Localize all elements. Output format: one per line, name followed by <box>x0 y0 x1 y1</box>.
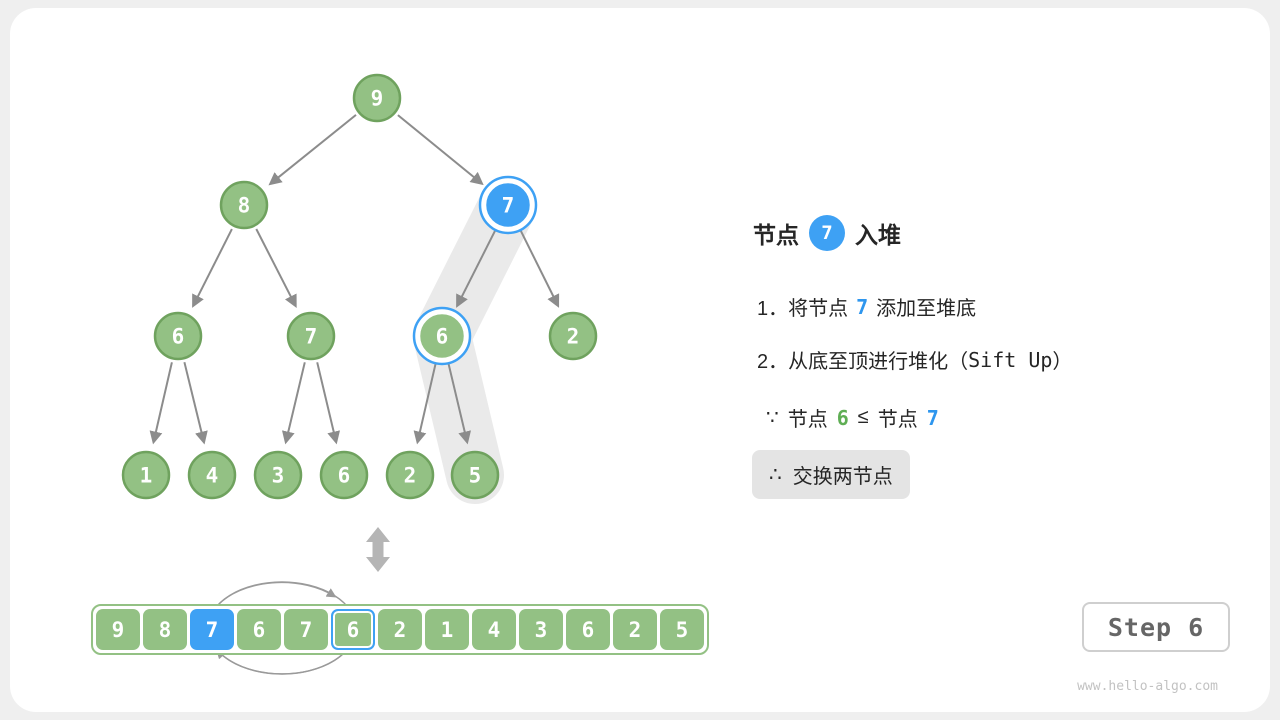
tree-node: 7 <box>286 311 336 361</box>
svg-text:7: 7 <box>502 194 515 218</box>
step1-post: 添加至堆底 <box>876 298 977 320</box>
step2-pre: 从底至顶进行堆化（ <box>788 351 969 373</box>
instruction-step-1: 1．将节点 7 添加至堆底 <box>757 292 976 321</box>
tree-node: 7 <box>478 175 538 235</box>
svg-text:2: 2 <box>404 464 417 488</box>
because-symbol: ∵ <box>766 407 779 429</box>
array-cell-7: 1 <box>425 609 469 650</box>
tree-edges <box>149 114 560 445</box>
array-cell-8: 4 <box>472 609 516 650</box>
svg-text:7: 7 <box>305 325 318 349</box>
array-cell-6: 2 <box>378 609 422 650</box>
step1-value: 7 <box>856 294 869 319</box>
array-cell-4: 7 <box>284 609 328 650</box>
panel-title: 节点 7 入堆 <box>753 214 901 252</box>
tree-node: 6 <box>319 450 369 500</box>
array-cell-1: 8 <box>143 609 187 650</box>
step2-keyword: Sift Up <box>968 347 1053 372</box>
tree-node: 2 <box>548 311 598 361</box>
svg-text:8: 8 <box>238 194 251 218</box>
step1-marker: 1． <box>757 298 789 320</box>
instruction-step-2: 2．从底至顶进行堆化（Sift Up） <box>757 345 1072 374</box>
array-cell-2: 7 <box>190 609 234 650</box>
tree-node: 8 <box>219 180 269 230</box>
array-cell-3: 6 <box>237 609 281 650</box>
tree-node: 9 <box>352 73 402 123</box>
step1-pre: 将节点 <box>788 298 849 320</box>
node-badge-value: 7 <box>821 222 833 244</box>
because-label1: 节点 <box>787 409 828 431</box>
diagram-card <box>10 8 1270 712</box>
tree-node: 3 <box>253 450 303 500</box>
because-value2: 7 <box>926 405 939 430</box>
tree-node: 5 <box>450 450 500 500</box>
svg-text:6: 6 <box>172 325 185 349</box>
array-cell-5: 6 <box>331 609 375 650</box>
step-counter: Step 6 <box>1082 602 1230 652</box>
tree-array-sync-arrow-icon <box>366 527 390 572</box>
svg-text:6: 6 <box>338 464 351 488</box>
watermark: www.hello-algo.com <box>1077 679 1218 694</box>
svg-text:2: 2 <box>567 325 580 349</box>
svg-text:4: 4 <box>206 464 219 488</box>
because-label2: 节点 <box>877 409 918 431</box>
node-value-badge: 7 <box>809 215 845 251</box>
array-cell-11: 2 <box>613 609 657 650</box>
tree-node: 2 <box>385 450 435 500</box>
tree-nodes: 9 8 7 6 7 6 2 1 4 3 6 2 5 <box>121 73 598 500</box>
tree-node: 6 <box>412 306 472 366</box>
title-suffix: 入堆 <box>855 222 901 248</box>
tree-node: 4 <box>187 450 237 500</box>
therefore-symbol: ∴ <box>769 464 782 486</box>
array-cell-12: 5 <box>660 609 704 650</box>
svg-text:6: 6 <box>436 325 449 349</box>
array-cell-0: 9 <box>96 609 140 650</box>
therefore-text: 交换两节点 <box>792 466 893 488</box>
svg-text:5: 5 <box>469 464 482 488</box>
svg-text:3: 3 <box>272 464 285 488</box>
step2-post: ） <box>1052 351 1073 373</box>
array-cell-10: 6 <box>566 609 610 650</box>
svg-text:1: 1 <box>140 464 153 488</box>
step2-marker: 2． <box>757 351 789 373</box>
array-cell-9: 3 <box>519 609 563 650</box>
because-line: ∵ 节点 6 ≤ 节点 7 <box>766 403 939 432</box>
title-prefix: 节点 <box>753 222 799 248</box>
tree-node: 1 <box>121 450 171 500</box>
because-value1: 6 <box>836 405 849 430</box>
because-operator: ≤ <box>857 406 869 428</box>
svg-text:9: 9 <box>371 87 384 111</box>
therefore-badge: ∴ 交换两节点 <box>752 450 910 499</box>
tree-node: 6 <box>153 311 203 361</box>
